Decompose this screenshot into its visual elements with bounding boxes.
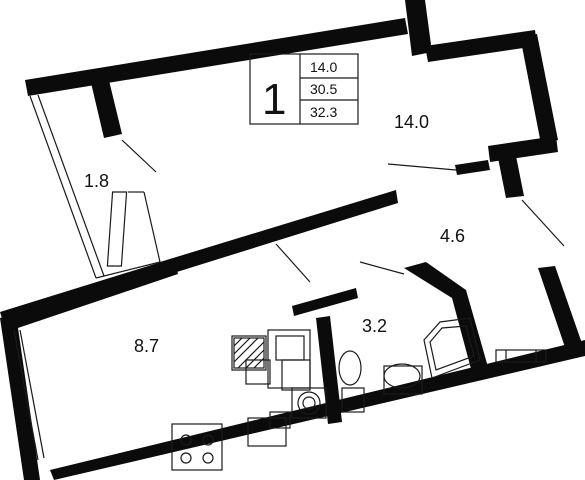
hatched-cabinet-icon (233, 337, 265, 369)
balcony-rails (29, 94, 161, 279)
wall-bathroom-partition (316, 316, 342, 424)
room-area-balcony: 1.8 (84, 171, 109, 191)
kitchen-window (13, 329, 45, 461)
wall-right-upper (520, 34, 558, 144)
legend-living-area: 14.0 (310, 59, 337, 75)
stove-icon (171, 423, 223, 471)
wall-notch-horizontal (425, 30, 537, 62)
toilet-icon (338, 350, 365, 413)
legend-rooms-count: 1 (262, 75, 286, 124)
sink-icon (383, 363, 423, 395)
room-area-bathroom: 3.2 (362, 316, 387, 336)
door-kitchen (275, 243, 311, 283)
wall-kitchen-left (0, 314, 40, 480)
wall-notch-top (405, 0, 432, 56)
wall-hall-stub (498, 156, 524, 198)
room-area-hallway: 4.6 (440, 226, 465, 246)
door-balcony (121, 139, 157, 173)
wall-hall-short (455, 160, 490, 175)
wall-bathroom-top (292, 288, 358, 316)
wall-partition-living-kitchen (160, 190, 398, 276)
wall-living-pillar (88, 68, 122, 138)
shower-tray-icon (423, 317, 481, 379)
kitchen-cabinets (231, 329, 311, 447)
right-box (495, 349, 547, 363)
area-legend: 1 14.0 30.5 32.3 (249, 53, 359, 125)
room-area-living: 14.0 (394, 112, 429, 132)
wall-right-lower (538, 266, 585, 356)
room-area-kitchen: 8.7 (134, 336, 159, 356)
wall-top-living (25, 18, 408, 96)
door-living (387, 163, 457, 171)
washing-machine-icon (291, 387, 327, 419)
legend-total-area: 30.5 (310, 81, 337, 97)
wall-kitchen-top (0, 258, 178, 332)
wall-right-step (488, 136, 558, 162)
door-hall (521, 199, 565, 247)
door-bathroom (359, 261, 405, 275)
wall-bathroom-right (404, 262, 490, 380)
legend-area-with-balcony: 32.3 (310, 104, 337, 120)
